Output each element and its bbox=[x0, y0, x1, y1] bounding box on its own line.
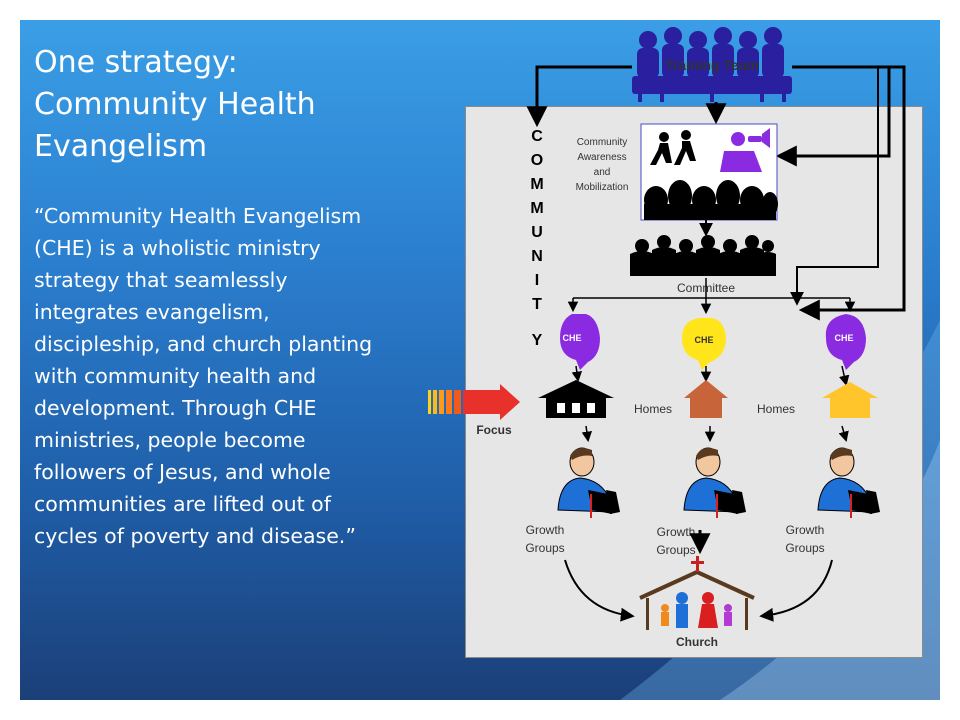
growth-group-line: Groups bbox=[656, 543, 695, 557]
body-line: (CHE) is a wholistic ministry bbox=[34, 236, 321, 260]
growth-group-line: Growth bbox=[657, 525, 696, 539]
house-icon bbox=[684, 380, 728, 418]
community-letter: M bbox=[530, 200, 543, 217]
community-letter: T bbox=[532, 296, 542, 313]
awareness-line: Community bbox=[577, 137, 628, 148]
body-line: strategy that seamlessly bbox=[34, 268, 288, 292]
homes-label: Homes bbox=[757, 402, 795, 416]
body-line: integrates evangelism, bbox=[34, 300, 270, 324]
che-head-icon: CHE bbox=[825, 314, 866, 370]
body-line: communities are lifted out of bbox=[34, 492, 331, 516]
community-letter: N bbox=[531, 248, 543, 265]
community-letters: C O M M U N I T Y bbox=[530, 128, 543, 349]
awareness-line: Mobilization bbox=[576, 182, 629, 193]
title-line: Evangelism bbox=[34, 129, 208, 164]
che-diagram: Training Team C O M M U N I T Y Communit… bbox=[428, 27, 906, 649]
focus-arrow-icon bbox=[428, 384, 520, 420]
training-team-label: Training Team bbox=[665, 57, 759, 73]
title-line: Community Health bbox=[34, 87, 316, 122]
growth-group-line: Growth bbox=[526, 523, 565, 537]
slide-title: One strategy: Community Health Evangelis… bbox=[34, 42, 454, 168]
community-letter: M bbox=[530, 176, 543, 193]
community-letter: U bbox=[531, 224, 543, 241]
man-reading-bible-icon bbox=[683, 447, 746, 518]
growth-group-line: Groups bbox=[525, 541, 564, 555]
homes-label: Homes bbox=[634, 402, 672, 416]
slide-body-quote: “Community Health Evangelism (CHE) is a … bbox=[34, 200, 444, 552]
body-line: discipleship, and church planting bbox=[34, 332, 373, 356]
awareness-line: Awareness bbox=[577, 152, 626, 163]
church-label: Church bbox=[676, 635, 718, 649]
community-awareness-image bbox=[640, 123, 778, 221]
body-line: ministries, people become bbox=[34, 428, 306, 452]
che-label: CHE bbox=[562, 333, 581, 343]
che-label: CHE bbox=[694, 335, 713, 345]
growth-group-line: Groups bbox=[785, 541, 824, 555]
branch-connectors bbox=[567, 278, 856, 315]
community-letter: Y bbox=[532, 332, 543, 349]
slide: One strategy: Community Health Evangelis… bbox=[20, 20, 940, 700]
training-team-people-icon bbox=[632, 27, 792, 102]
family-people-icon bbox=[661, 592, 732, 628]
house-icon bbox=[822, 382, 878, 418]
house-icon bbox=[538, 380, 614, 418]
speaker-icon bbox=[720, 128, 770, 172]
walking-people-icon bbox=[650, 130, 696, 165]
che-label: CHE bbox=[834, 333, 853, 343]
title-line: One strategy: bbox=[34, 45, 238, 80]
body-line: “Community Health Evangelism bbox=[34, 204, 362, 228]
che-home-connectors bbox=[571, 365, 850, 387]
community-letter: I bbox=[535, 272, 539, 289]
man-reading-bible-icon bbox=[557, 447, 620, 518]
audience-icon bbox=[644, 180, 778, 220]
body-line: followers of Jesus, and whole bbox=[34, 460, 331, 484]
focus-label: Focus bbox=[476, 423, 512, 437]
body-line: cycles of poverty and disease.” bbox=[34, 524, 356, 548]
community-letter: C bbox=[531, 128, 543, 145]
community-letter: O bbox=[531, 152, 543, 169]
che-head-icon: CHE bbox=[560, 314, 600, 370]
growth-group-labels: Growth Groups Growth Groups Growth Group… bbox=[525, 523, 824, 557]
man-reading-bible-icon bbox=[817, 447, 880, 518]
che-head-icon: CHE bbox=[682, 317, 726, 370]
awareness-line: and bbox=[594, 167, 611, 178]
growth-group-line: Growth bbox=[786, 523, 825, 537]
committee-people-icon bbox=[630, 235, 776, 276]
church-icon bbox=[639, 556, 755, 630]
home-group-connectors bbox=[581, 425, 849, 443]
church-connectors bbox=[564, 530, 833, 622]
body-line: development. Through CHE bbox=[34, 396, 317, 420]
awareness-label: Community Awareness and Mobilization bbox=[576, 137, 629, 193]
body-line: with community health and bbox=[34, 364, 317, 388]
